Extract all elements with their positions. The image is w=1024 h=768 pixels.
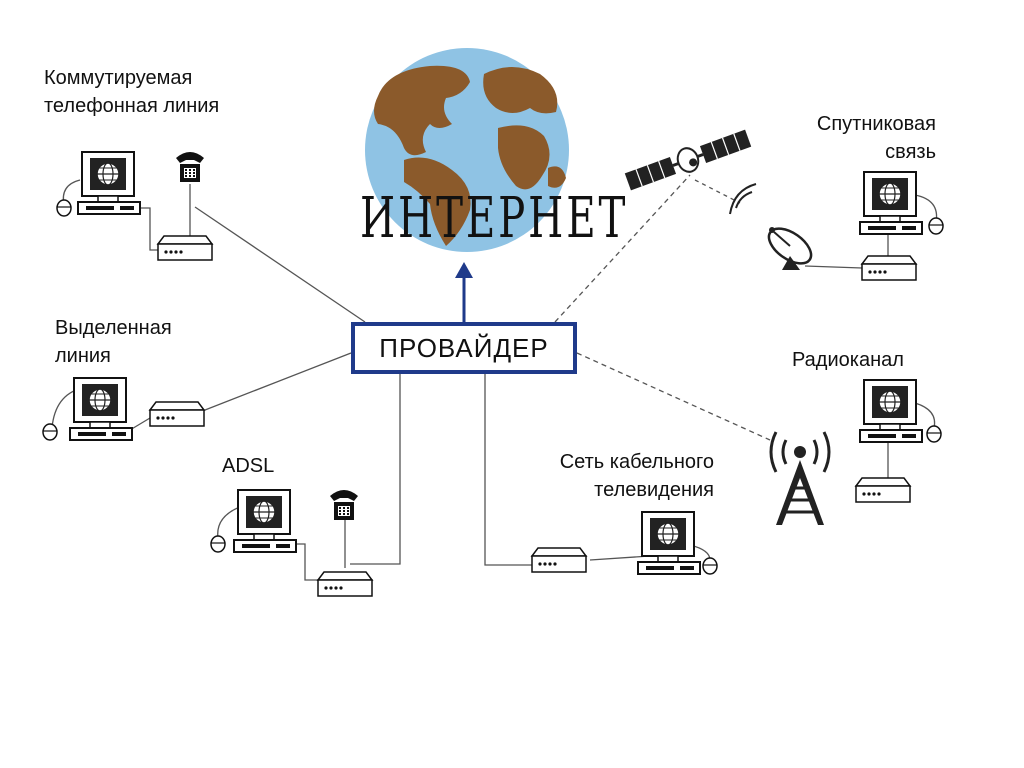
satellite-downlink-line [694, 179, 741, 204]
radio-modem-icon [855, 477, 911, 503]
radio-line [576, 352, 771, 441]
connection-lines [51, 174, 938, 581]
satellite-label: Спутниковая связь [786, 110, 936, 166]
satellite-modem-icon [861, 255, 917, 281]
radio-tower-icon [769, 431, 831, 525]
leased-mouse-icon [42, 423, 58, 441]
satellite-line [554, 174, 691, 323]
globe-icon [365, 48, 569, 252]
satellite-mouse-icon [928, 217, 944, 235]
adsl-computer-icon [233, 489, 297, 553]
radio-computer-icon [859, 379, 923, 443]
radio-mouse-icon [926, 425, 942, 443]
dialup-label-line1: Коммутируемая [44, 67, 193, 89]
cable-label-line2: телевидения [594, 479, 714, 501]
satellite-dish-icon [729, 183, 813, 270]
adsl-mouse-icon [210, 535, 226, 553]
dialup-line [194, 206, 366, 323]
dialup-mouse-icon [56, 199, 72, 217]
leased-line [204, 352, 352, 411]
leased-computer-icon [69, 377, 133, 441]
adsl-label: ADSL [222, 452, 274, 480]
cable-modem-icon [531, 547, 587, 573]
satellite-label-line1: Спутниковая [816, 113, 936, 135]
adsl-line [350, 374, 401, 565]
internet-title: Интернет [360, 186, 629, 251]
leased-modem-icon [149, 401, 205, 427]
leased-label-line2: линия [55, 345, 111, 367]
dialup-label: Коммутируемая телефонная линия [44, 64, 219, 120]
provider-box: ПРОВАЙДЕР [351, 322, 577, 374]
satellite-label-line2: связь [885, 141, 936, 163]
dialup-modem-icon [157, 235, 213, 261]
cable-mouse-icon [702, 557, 718, 575]
radio-label: Радиоканал [792, 346, 904, 374]
cable-line [484, 374, 533, 566]
satellite-icon [624, 129, 752, 191]
adsl-label-line1: ADSL [222, 455, 275, 477]
adsl-modem-icon [317, 571, 373, 597]
cable-label: Сеть кабельного телевидения [520, 448, 714, 504]
adsl-telephone-icon [330, 490, 358, 520]
cable-computer-icon [637, 511, 701, 575]
dialup-telephone-icon [176, 152, 204, 182]
leased-label-line1: Выделенная [55, 317, 172, 339]
uplink-arrow [455, 262, 473, 322]
radio-label-line1: Радиоканал [792, 349, 904, 371]
dialup-label-line2: телефонная линия [44, 95, 220, 117]
cable-label-line1: Сеть кабельного [559, 451, 714, 473]
satellite-computer-icon [859, 171, 923, 235]
provider-label: ПРОВАЙДЕР [379, 332, 549, 363]
leased-label: Выделенная линия [55, 314, 172, 370]
dialup-computer-icon [77, 151, 141, 215]
